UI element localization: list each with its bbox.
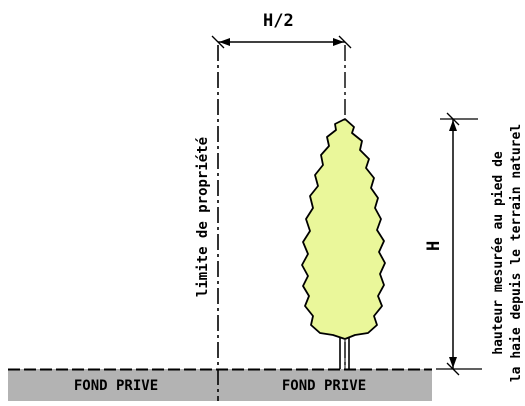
ground-left-label: FOND PRIVE	[74, 378, 158, 394]
tree-foliage	[301, 118, 386, 340]
height-tick-bottom	[446, 362, 460, 376]
height-arrow-top	[449, 120, 457, 131]
height-label: H	[424, 241, 444, 251]
ground-right-label: FOND PRIVE	[282, 378, 366, 394]
height-arrow-bottom	[449, 357, 457, 368]
height-tick-top	[446, 112, 460, 126]
half-height-arrow-left	[219, 38, 230, 46]
measure-note-line2: la haie depuis le terrain naturel	[509, 124, 524, 382]
property-limit-label: limite de propriété	[195, 137, 211, 297]
ground-band	[8, 369, 432, 401]
half-height-label: H/2	[263, 11, 294, 31]
half-height-tick-left	[211, 35, 225, 49]
half-height-arrow-right	[333, 38, 344, 46]
measure-note-line1: hauteur mesurée au pied de	[491, 151, 506, 355]
half-height-tick-right	[338, 35, 352, 49]
